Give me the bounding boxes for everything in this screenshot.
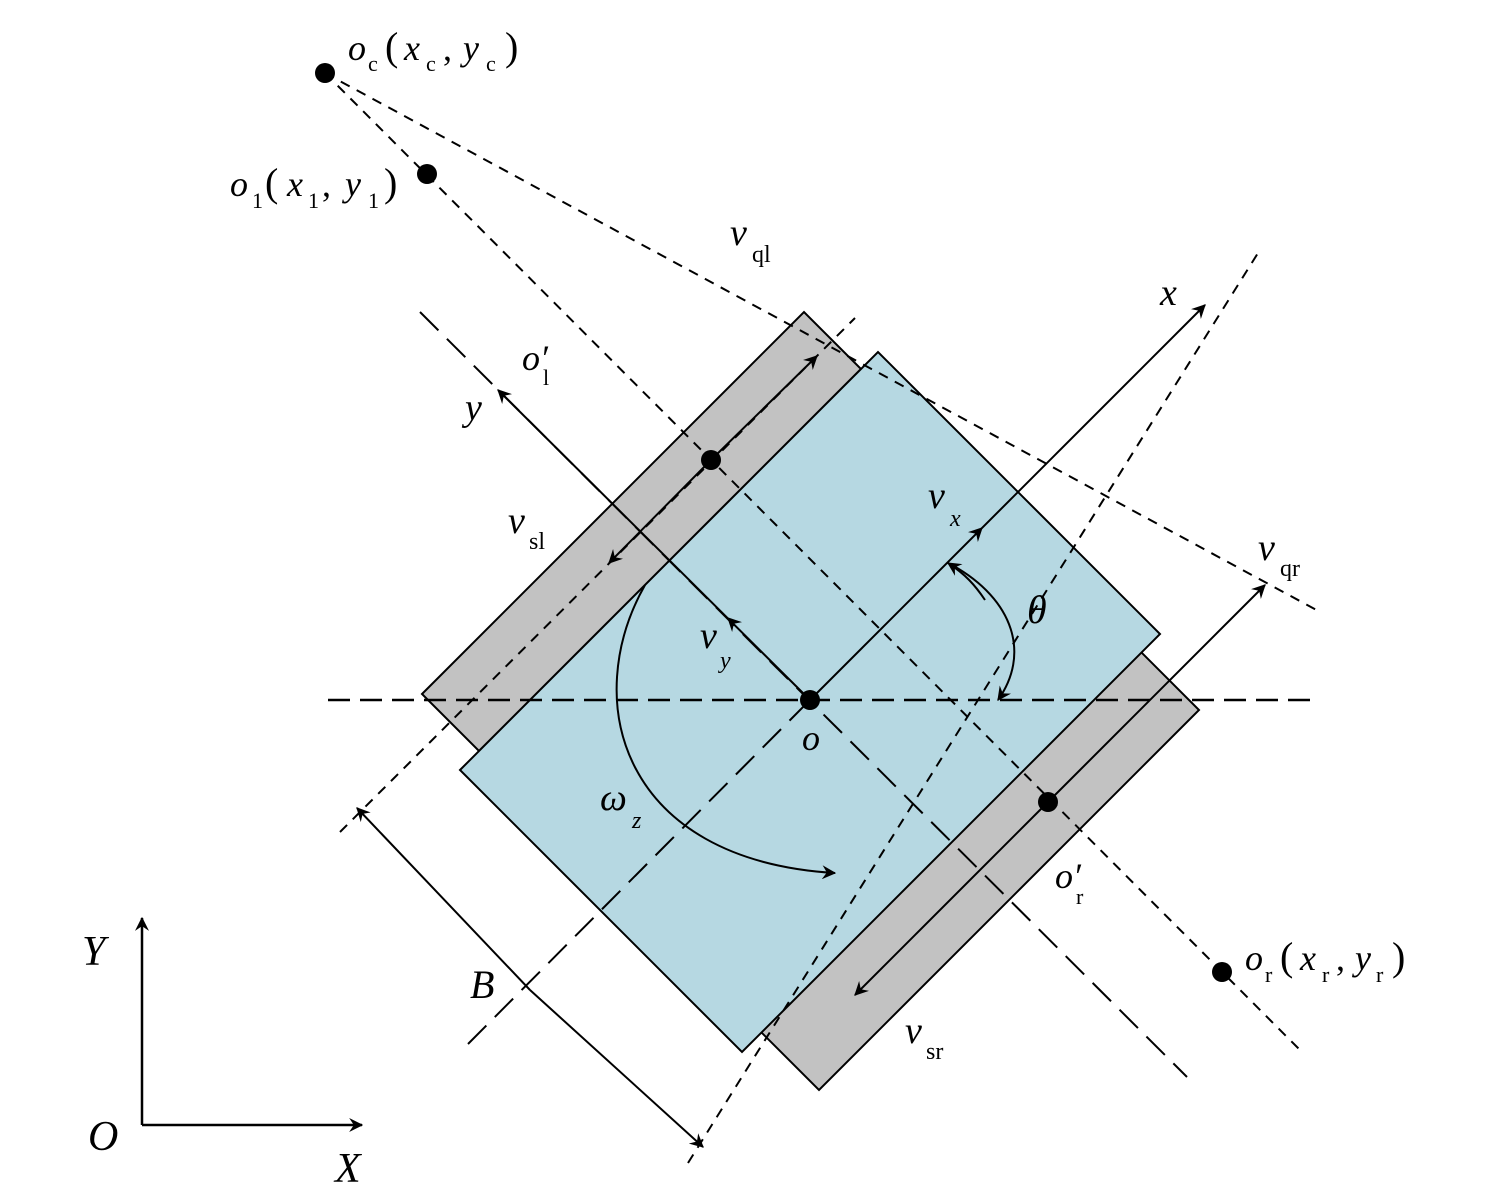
svg-text:,: , [1336, 938, 1345, 978]
label-ol-prime: o′ l [522, 338, 549, 390]
svg-text:v: v [730, 212, 747, 254]
v-sl-arrow [608, 459, 712, 564]
svg-text:z: z [631, 808, 642, 834]
width-dimension-line-top [356, 807, 531, 991]
svg-text:v: v [928, 475, 945, 517]
label-omega: ω z [600, 777, 642, 834]
svg-text:1: 1 [368, 188, 379, 213]
v-qr-arrow [1047, 584, 1266, 803]
body-diagonal-line [467, 699, 811, 1045]
theta-angle-arc [951, 564, 1016, 701]
svg-text:x: x [949, 506, 961, 532]
label-theta: θ [1027, 587, 1047, 632]
svg-text:): ) [384, 160, 397, 205]
svg-text:c: c [426, 51, 436, 76]
v-sr-arrow [854, 801, 1049, 996]
svg-text:): ) [1392, 934, 1405, 979]
label-v-x: v x [928, 475, 961, 532]
oc-ray-upper [324, 72, 1323, 614]
svg-text:,: , [322, 164, 331, 204]
label-global-Y: Y [82, 929, 110, 975]
point-o1 [417, 164, 437, 184]
svg-text:y: y [1352, 938, 1371, 978]
svg-text:sl: sl [529, 529, 545, 555]
label-v-sr: v sr [905, 1010, 943, 1065]
svg-text:o: o [348, 28, 366, 68]
svg-text:v: v [1258, 527, 1275, 569]
point-ol-prime [701, 450, 721, 470]
svg-text:o′: o′ [1055, 856, 1082, 896]
point-or [1212, 962, 1232, 982]
label-axis-y: y [461, 387, 482, 429]
label-or-prime: o′ r [1055, 856, 1084, 909]
point-oc [315, 63, 335, 83]
svg-text:sr: sr [926, 1039, 943, 1065]
svg-text:ql: ql [752, 242, 771, 268]
label-or: o r ( x r , y r ) [1245, 934, 1405, 987]
body-x-axis [809, 304, 1206, 701]
svg-text:v: v [905, 1010, 922, 1052]
label-center-o: o [802, 718, 820, 758]
svg-text:ω: ω [600, 777, 627, 819]
label-global-O: O [88, 1114, 118, 1160]
label-v-ql: v ql [730, 212, 771, 268]
svg-text:v: v [700, 615, 717, 657]
svg-text:o′: o′ [522, 338, 549, 378]
svg-text:): ) [505, 24, 518, 69]
svg-text:y: y [460, 28, 479, 68]
svg-text:x: x [1299, 938, 1316, 978]
svg-text:(: ( [1280, 934, 1293, 979]
body-y-axis [497, 389, 811, 701]
svg-text:1: 1 [252, 188, 263, 213]
label-v-qr: v qr [1258, 527, 1300, 582]
label-v-y: v y [700, 615, 731, 674]
svg-text:c: c [486, 51, 496, 76]
svg-text:l: l [543, 365, 549, 390]
label-width-B: B [470, 962, 494, 1007]
label-o1: o 1 ( x 1 , y 1 ) [230, 160, 397, 213]
label-axis-x: x [1159, 272, 1177, 314]
svg-text:r: r [1376, 962, 1384, 987]
svg-text:qr: qr [1280, 556, 1300, 582]
svg-text:x: x [403, 28, 420, 68]
point-or-prime [1038, 792, 1058, 812]
label-v-sl: v sl [508, 500, 545, 555]
width-dimension-line [529, 989, 704, 1148]
label-global-X: X [333, 1146, 363, 1192]
svg-text:c: c [368, 51, 378, 76]
point-o-center [800, 690, 820, 710]
oc-ray-lower [324, 72, 1301, 1051]
left-track-centerline [339, 317, 856, 833]
theta-angle-arc-start [947, 562, 986, 601]
v-ql-arrow [710, 355, 818, 461]
svg-text:r: r [1322, 962, 1330, 987]
svg-text:o: o [230, 164, 248, 204]
svg-text:o: o [1245, 938, 1263, 978]
svg-text:x: x [286, 164, 303, 204]
svg-text:r: r [1076, 884, 1084, 909]
svg-text:(: ( [385, 24, 398, 69]
svg-text:,: , [443, 28, 452, 68]
svg-text:1: 1 [308, 188, 319, 213]
svg-text:v: v [508, 500, 525, 542]
svg-text:(: ( [265, 160, 278, 205]
omega-rotation-arrow [615, 584, 837, 880]
label-oc: o c ( x c , y c ) [348, 24, 518, 76]
svg-text:y: y [342, 164, 361, 204]
svg-text:y: y [718, 648, 731, 674]
svg-text:r: r [1265, 962, 1273, 987]
